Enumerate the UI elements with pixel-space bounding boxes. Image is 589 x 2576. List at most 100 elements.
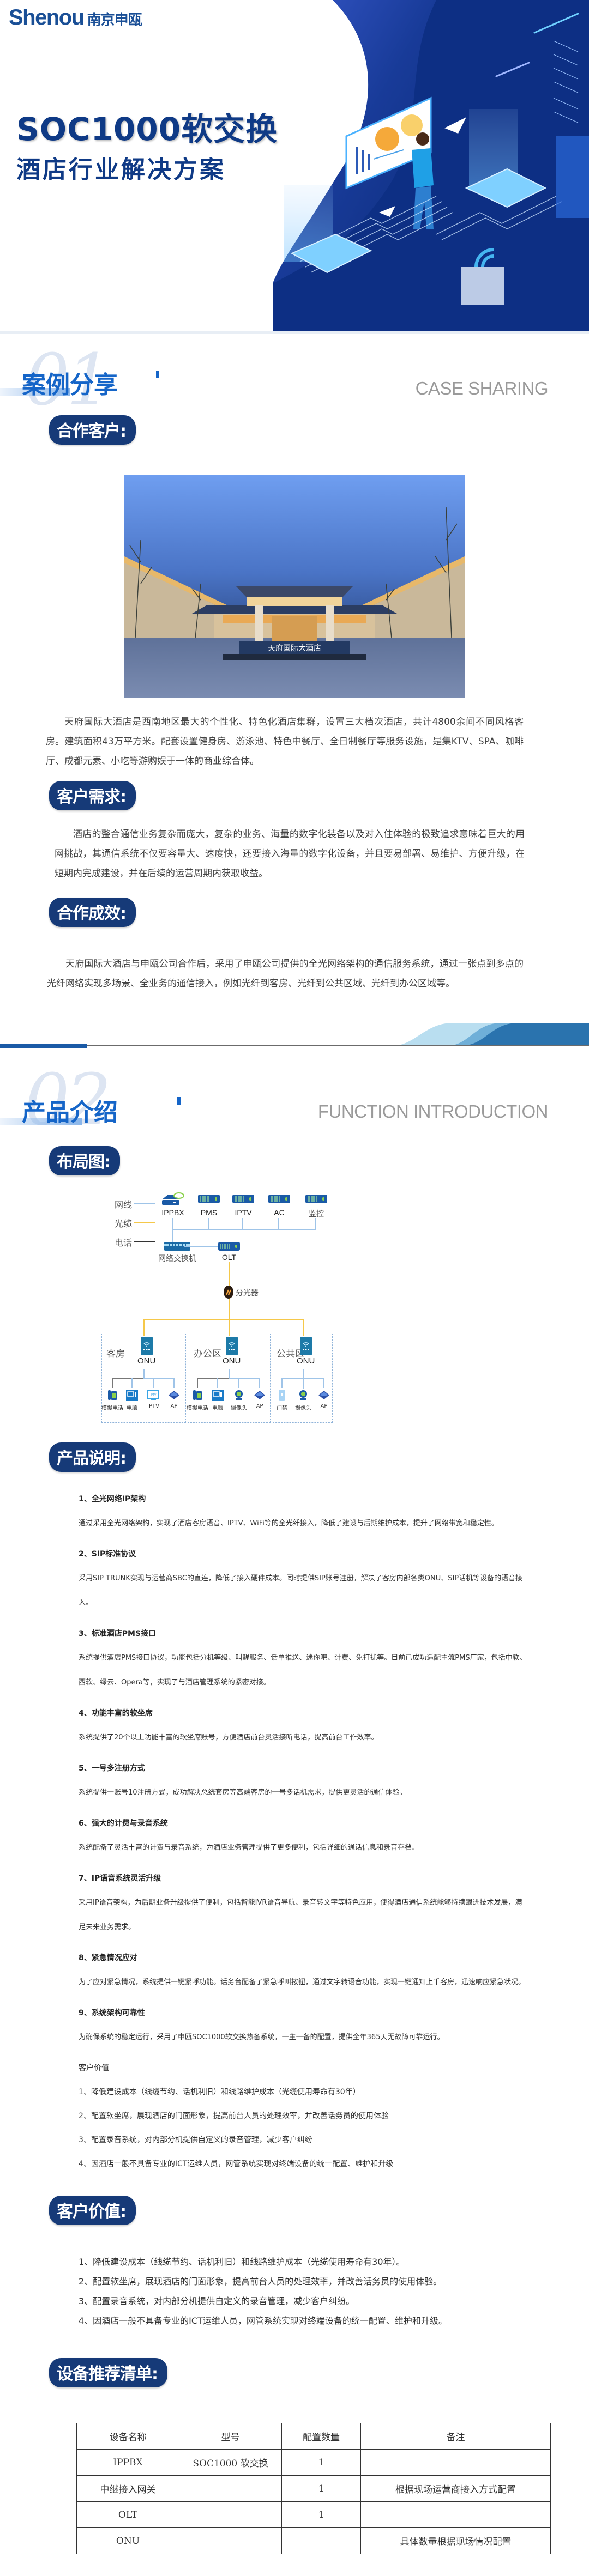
terminal-access-control: 门禁 [267, 1389, 297, 1411]
inline-value-item: 4、因酒店一般不具备专业的ICT运维人员，网管系统实现对终端设备的统一配置、维护… [79, 2160, 394, 2168]
device-ac: AC [268, 1195, 290, 1217]
server-icon [198, 1195, 220, 1203]
link-line [131, 1378, 133, 1388]
terminal-ap: AP [244, 1389, 275, 1409]
phone-line [112, 1378, 113, 1388]
link-line [259, 1378, 260, 1388]
cell: 具体数量根据现场情况配置 [360, 2527, 551, 2554]
fiber-line [229, 1319, 230, 1336]
zone-label: 公共区 [277, 1349, 304, 1360]
terminal-analog-phone: 模拟电话 [182, 1389, 213, 1411]
inline-value-item: 3、配置录音系统，对内部分机提供自定义的录音管理，减少客户纠纷 [79, 2136, 312, 2144]
network-layout-diagram: 网线 光缆 电话 IPPBX PMS IPTV [82, 1192, 507, 1448]
device-monitor: 监控 [305, 1195, 327, 1219]
inline-value-heading: 客户价值 [79, 2064, 109, 2072]
link-line [217, 1378, 218, 1388]
terminal-ap: AP [159, 1389, 189, 1409]
onu-label: ONU [137, 1356, 156, 1366]
feature-desc: 采用IP语音架构，为后期业务升级提供了便利，包括智能IVR语音导航、录音转文字等… [79, 1899, 522, 1931]
table-row: IPPBX SOC1000 软交换 1 [76, 2449, 551, 2476]
needs-label: 客户需求: [49, 781, 136, 810]
terminal-camera: 摄像头 [224, 1389, 254, 1411]
function-intro-section: 02 产品介绍 FUNCTION INTRODUCTION 布局图: 网线 光缆… [0, 1048, 589, 2554]
section-wave-divider [0, 1010, 589, 1048]
equipment-list-label: 设备推荐清单: [49, 2358, 167, 2387]
onu-device: ONU [223, 1337, 241, 1366]
feature-desc: 系统提供酒店PMS接口协议，功能包括分机等级、叫醒服务、话单推送、迷你吧、计费、… [79, 1654, 527, 1687]
link-line [323, 1378, 324, 1388]
legend-label: 光缆 [115, 1219, 133, 1229]
customer-value-list: 1、降低建设成本（线缆节约、话机利旧）和线路维护成本（光缆使用寿命有30年）。 … [0, 2225, 589, 2331]
hotel-building-image: 天府国际大酒店 [124, 475, 465, 698]
partner-description: 天府国际大酒店是西南地区最大的个性化、特色化酒店集群，设置三大档次酒店，共计48… [46, 717, 524, 767]
zone-public-area: 公共区 [273, 1334, 333, 1423]
link-line [242, 1218, 243, 1230]
hotel-sign-text: 天府国际大酒店 [268, 644, 321, 653]
section-header-product: 02 产品介绍 FUNCTION INTRODUCTION [0, 1048, 589, 1146]
computer-icon [126, 1390, 138, 1401]
feature-desc: 通过采用全光网络架构，实现了酒店客房语音、IPTV、WiFi等的全光纤接入，降低… [79, 1519, 498, 1528]
case-sharing-section: 01 案例分享 CASE SHARING 合作客户: [0, 334, 589, 1048]
device-ippbx: IPPBX [161, 1192, 185, 1217]
camera-icon [235, 1390, 243, 1400]
device-label: 监控 [309, 1210, 324, 1219]
phone-icon [193, 1390, 202, 1400]
link-line [143, 1369, 145, 1379]
link-line [184, 1246, 218, 1247]
cell: 1 [281, 2449, 361, 2476]
legend-line-network [134, 1203, 155, 1204]
cell: 根据现场运营商接入方式配置 [360, 2475, 551, 2502]
terminal-label: AP [320, 1403, 328, 1409]
section-title: 案例分享 [22, 371, 118, 399]
device-label: AC [274, 1208, 285, 1217]
table-header-row: 设备名称 型号 配置数量 备注 [76, 2423, 551, 2450]
value-item: 4、因酒店一般不具备专业的ICT运维人员，网管系统实现对终端设备的统一配置、维护… [79, 2316, 447, 2326]
needs-label-row: 客户需求: [0, 781, 589, 810]
svg-text:IPTV: IPTV [151, 1393, 157, 1397]
device-label: IPTV [235, 1208, 252, 1217]
section-underline [0, 388, 70, 396]
access-point-icon [254, 1391, 265, 1399]
feature-title: 9、系统架构可靠性 [79, 2009, 145, 2017]
onu-device: ONU [297, 1337, 315, 1366]
layout-label-row: 布局图: [0, 1146, 589, 1175]
terminal-label: 摄像头 [295, 1405, 311, 1411]
cell [179, 2501, 282, 2528]
feature-title: 6、强大的计费与录音系统 [79, 1819, 168, 1828]
terminal-label: 电脑 [127, 1405, 137, 1411]
feature-title: 2、SIP标准协议 [79, 1550, 136, 1559]
feature-desc: 系统提供了20个以上功能丰富的软坐席账号，方便酒店前台灵活接听电话，提高前台工作… [79, 1734, 378, 1742]
section-title: 产品介绍 [22, 1099, 118, 1126]
link-line [238, 1378, 239, 1388]
cell [360, 2449, 551, 2476]
onu-label: ONU [223, 1356, 241, 1366]
device-olt: OLT [218, 1242, 240, 1262]
needs-description: 酒店的整合通信业务复杂而庞大，复杂的业务、海量的数字化装备以及对入住体验的极致追… [55, 829, 525, 879]
col-header: 型号 [179, 2423, 282, 2450]
partner-label-row: 合作客户: [0, 415, 589, 445]
col-header: 配置数量 [281, 2423, 361, 2450]
customer-value-label: 客户价值: [49, 2196, 136, 2225]
cell [179, 2527, 282, 2554]
link-line [143, 1378, 174, 1379]
cell: 中继接入网关 [76, 2475, 179, 2502]
section-title-en: CASE SHARING [415, 378, 549, 398]
value-item: 3、配置录音系统，对内部分机提供自定义的录音管理，减少客户纠纷。 [79, 2296, 355, 2306]
page-subtitle: 酒店行业解决方案 [16, 156, 226, 184]
value-item: 2、配置软坐席，展现酒店的门面形象，提高前台人员的处理效率，并改善话务员的使用体… [79, 2276, 442, 2287]
terminal-ap: AP [309, 1389, 339, 1409]
table-row: OLT 1 [76, 2501, 551, 2528]
access-point-icon [169, 1391, 179, 1399]
terminal-computer: 电脑 [202, 1389, 233, 1411]
link-line [172, 1218, 173, 1244]
link-line [229, 1378, 260, 1379]
company-logo: Shenou 南京申瓯 [9, 5, 142, 30]
terminal-label: 模拟电话 [101, 1405, 123, 1411]
computer-icon [212, 1390, 224, 1401]
phone-line [197, 1378, 229, 1379]
camera-icon [299, 1390, 307, 1400]
zone-guest-room: 客房 [101, 1334, 186, 1423]
link-line [153, 1378, 154, 1388]
device-pms: PMS [198, 1195, 220, 1217]
phone-line [112, 1378, 143, 1379]
